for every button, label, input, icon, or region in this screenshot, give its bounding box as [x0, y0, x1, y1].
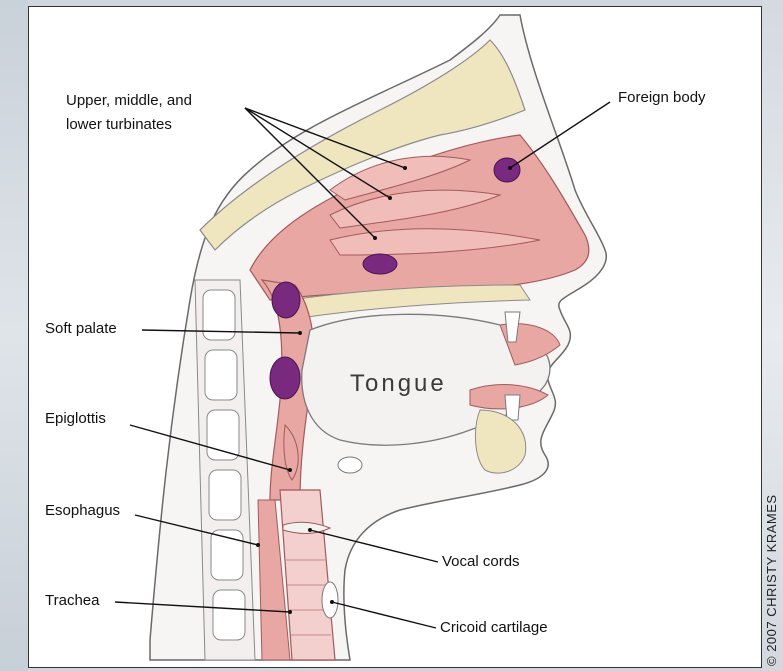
- foreign-body-nasopharynx: [272, 282, 300, 318]
- foreign-body-oropharynx: [270, 357, 300, 399]
- label-cricoid-cartilage: Cricoid cartilage: [440, 619, 548, 637]
- foreign-body-nasal-floor: [363, 254, 397, 274]
- label-foreign-body: Foreign body: [618, 89, 706, 107]
- label-turbinates-line2: lower turbinates: [66, 116, 172, 134]
- label-turbinates-line1: Upper, middle, and: [66, 92, 192, 110]
- label-tongue: Tongue: [350, 370, 447, 398]
- leader-cricoid: [332, 602, 436, 628]
- hyoid-bone: [338, 457, 362, 473]
- label-epiglottis: Epiglottis: [45, 410, 106, 428]
- foreign-body-nasal-top: [494, 158, 520, 182]
- copyright-notice: © 2007 CHRISTY KRAMES: [764, 494, 779, 666]
- label-soft-palate: Soft palate: [45, 320, 117, 338]
- cricoid-shape: [322, 582, 338, 618]
- label-vocal-cords: Vocal cords: [442, 553, 520, 571]
- label-esophagus: Esophagus: [45, 502, 120, 520]
- label-trachea: Trachea: [45, 592, 99, 610]
